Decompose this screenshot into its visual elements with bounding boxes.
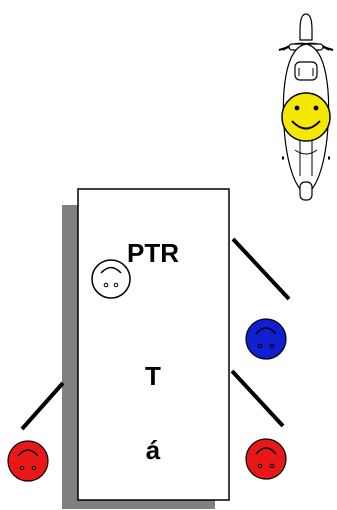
block-label-middle: T	[145, 361, 161, 391]
right-upper-face	[245, 318, 287, 360]
left-lower-face	[7, 440, 49, 482]
block	[77, 188, 230, 501]
line-right-lower	[230, 369, 285, 428]
rider-face	[281, 92, 331, 142]
block-label-top: PTR	[127, 238, 179, 268]
occupant-face	[91, 259, 131, 299]
block-label-bottom: á	[146, 435, 161, 465]
line-left-lower	[20, 381, 65, 431]
right-lower-face	[245, 438, 287, 480]
line-right-upper	[231, 237, 291, 301]
